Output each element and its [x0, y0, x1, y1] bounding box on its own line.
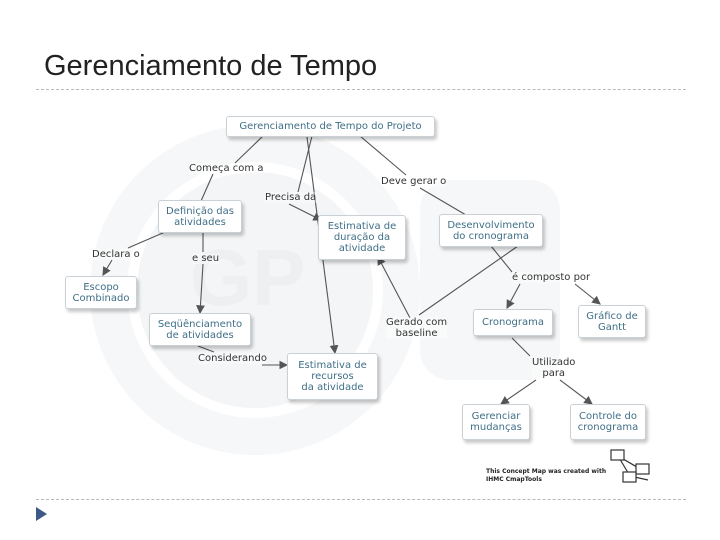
footer-divider — [36, 499, 686, 500]
slide-title: Gerenciamento de Tempo — [44, 50, 378, 82]
link-utilizado-para: Utilizado para — [532, 357, 576, 379]
link-declara-o: Declara o — [92, 249, 140, 260]
cmaptools-credit: This Concept Map was created with IHMC C… — [486, 468, 607, 483]
link-considerando: Considerando — [198, 353, 267, 364]
node-sequenciamento-atividades[interactable]: Seqüênciamento de atividades — [149, 313, 251, 346]
node-gerenciamento-tempo-projeto[interactable]: Gerenciamento de Tempo do Projeto — [226, 116, 435, 137]
node-grafico-gantt[interactable]: Gráfico de Gantt — [578, 305, 646, 338]
svg-text:GP: GP — [190, 233, 306, 322]
node-definicao-atividades[interactable]: Definição das atividades — [158, 200, 242, 233]
cmaptools-logo-icon — [610, 449, 650, 483]
link-e-seu: e seu — [192, 253, 220, 264]
link-precisa-da: Precisa da — [265, 192, 317, 203]
link-deve-gerar-o: Deve gerar o — [381, 176, 447, 187]
node-estimativa-duracao[interactable]: Estimativa de duração da atividade — [318, 215, 406, 260]
title-divider — [36, 89, 686, 90]
node-estimativa-recursos[interactable]: Estimativa de recursos da atividade — [287, 353, 378, 400]
node-controle-cronograma[interactable]: Controle do cronograma — [570, 404, 646, 440]
link-comeca-com-a: Começa com a — [189, 163, 264, 174]
node-escopo-combinado[interactable]: Escopo Combinado — [65, 276, 137, 309]
node-gerenciar-mudancas[interactable]: Gerenciar mudanças — [462, 404, 530, 440]
link-e-composto-por: é composto por — [512, 272, 591, 283]
node-desenvolvimento-cronograma[interactable]: Desenvolvimento do cronograma — [439, 214, 543, 247]
triangle-bullet-icon — [36, 507, 47, 521]
node-cronograma[interactable]: Cronograma — [473, 309, 553, 336]
link-gerado-com-baseline: Gerado com baseline — [386, 317, 448, 339]
